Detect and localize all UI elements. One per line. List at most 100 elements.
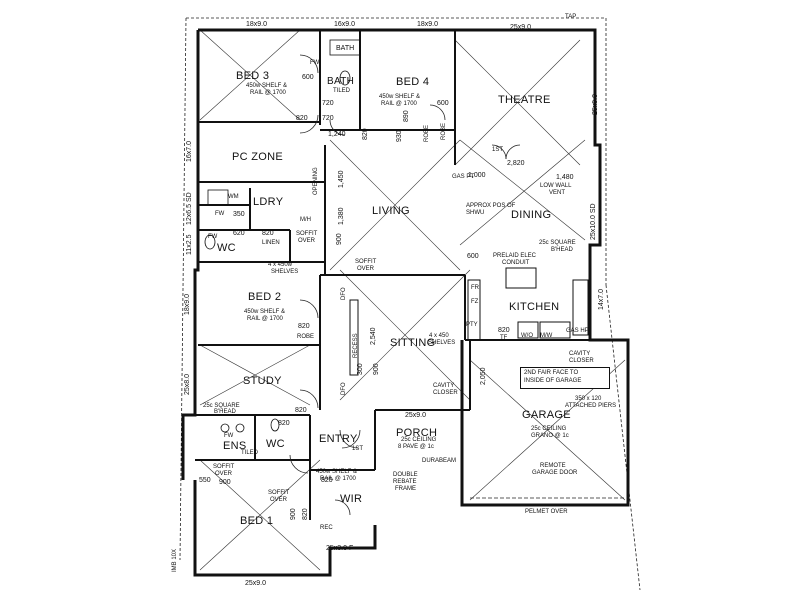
dim-tap: TAP bbox=[565, 14, 577, 20]
note-fw-wc: FW bbox=[208, 234, 218, 240]
note-rail-bed3: RAIL @ 1700 bbox=[250, 90, 286, 96]
note-shwu: APPROX POS OF SHWU bbox=[466, 203, 516, 216]
kitchen-benches bbox=[467, 267, 589, 341]
note-shelves-word: SHELVES bbox=[271, 269, 299, 275]
meas-300-sit: 300 bbox=[357, 363, 364, 375]
room-label-bed1: BED 1 bbox=[240, 515, 274, 527]
dim-left-2: 12x6.5 SD bbox=[186, 192, 193, 225]
dim-left-1: 16x7.0 bbox=[186, 140, 193, 162]
note-double-rebate-1: DOUBLE bbox=[393, 472, 418, 478]
note-remote-1: REMOTE bbox=[540, 463, 566, 469]
note-pty: PTY bbox=[466, 322, 478, 328]
meas-900-sit: 900 bbox=[373, 363, 380, 375]
meas-820-study: 820 bbox=[295, 407, 307, 414]
meas-930: 930 bbox=[396, 130, 403, 142]
exterior-walls bbox=[181, 28, 630, 577]
door-swings bbox=[289, 54, 521, 516]
room-label-bed2: BED 2 bbox=[248, 291, 282, 303]
note-1st-entry: 1ST bbox=[352, 446, 364, 452]
note-sitting-shelves-b: SHELVES bbox=[428, 340, 456, 346]
note-rail-wir: RAIL @ 1700 bbox=[320, 476, 356, 482]
note-soffit-bed1-2: OVER bbox=[270, 497, 288, 503]
meas-600-bed3: 600 bbox=[302, 74, 314, 81]
meas-2540: 2,540 bbox=[370, 327, 377, 345]
note-shelf-bed2: 450w SHELF & bbox=[244, 309, 286, 315]
note-rail-bed2: RAIL @ 1700 bbox=[247, 316, 283, 322]
room-label-wc: WC bbox=[217, 242, 236, 254]
note-cavity-1: CAVITY bbox=[433, 383, 455, 389]
dim-bottom-2: 25x3.0 F bbox=[326, 545, 354, 552]
note-bhead-word: B'HEAD bbox=[551, 247, 573, 253]
note-fair-face-1: 2ND FAIR FACE TO bbox=[524, 370, 579, 376]
room-label-sitting: SITTING bbox=[390, 337, 436, 349]
meas-820-bed1: 820 bbox=[302, 508, 309, 520]
dim-right-3: 14x7.0 bbox=[598, 288, 605, 310]
fixtures bbox=[204, 39, 361, 433]
meas-600-kitchen: 600 bbox=[467, 253, 479, 260]
dim-top-4: 25x9.0 bbox=[510, 24, 532, 31]
room-label-dining: DINING bbox=[511, 209, 552, 221]
note-dfo-1: DFO bbox=[341, 287, 347, 300]
note-wo: W/O bbox=[521, 333, 533, 339]
note-soffit-2: SOFFIT bbox=[355, 259, 377, 265]
fair-face-note-box: 2ND FAIR FACE TO INSIDE OF GARAGE bbox=[520, 367, 610, 389]
meas-350: 350 bbox=[233, 211, 245, 218]
note-opening: OPENING bbox=[313, 167, 319, 195]
room-label-bath: BATH bbox=[327, 76, 355, 87]
note-cavity-2b: CLOSER bbox=[569, 358, 594, 364]
note-double-rebate-3: FRAME bbox=[395, 486, 416, 492]
note-mw: M/W bbox=[540, 333, 553, 339]
note-piers-2: ATTACHED PIERS bbox=[565, 403, 617, 409]
note-gas-hp: GAS HP bbox=[566, 328, 589, 334]
note-vent: VENT bbox=[549, 190, 566, 196]
note-garage-ceiling-2: GRANO @ 1c bbox=[531, 433, 569, 439]
note-rail-bed4: RAIL @ 1700 bbox=[381, 101, 417, 107]
dim-porch-top: 25x9.0 bbox=[405, 412, 427, 419]
meas-1240: 1,240 bbox=[328, 131, 346, 138]
dim-top-1: 18x9.0 bbox=[246, 21, 268, 28]
meas-620: 620 bbox=[233, 230, 245, 237]
meas-2050: 2,050 bbox=[480, 367, 487, 385]
meas-890: 890 bbox=[403, 110, 410, 122]
note-fw-ens: FW bbox=[224, 433, 234, 439]
note-fair-face-2: INSIDE OF GARAGE bbox=[524, 378, 582, 384]
note-shelf-bed4: 450w SHELF & bbox=[379, 94, 421, 100]
note-cavity-2: CAVITY bbox=[569, 351, 591, 357]
note-porch-ceiling-2: 8 PAVE @ 1c bbox=[398, 444, 434, 450]
meas-820-wir: 820 bbox=[321, 477, 333, 484]
note-low-wall: LOW WALL bbox=[540, 183, 572, 189]
note-pelmet: PELMET OVER bbox=[525, 509, 568, 515]
note-double-rebate-2: REBATE bbox=[393, 479, 417, 485]
note-tiled-ens: TILED bbox=[241, 450, 259, 456]
note-study-bhead-1: 25c SQUARE bbox=[203, 403, 240, 409]
note-gas-pt: GAS PT bbox=[452, 174, 475, 180]
note-dfo-2: DFO bbox=[341, 382, 347, 395]
note-garage-ceiling-1: 25c CEILING bbox=[531, 426, 567, 432]
note-soffit-2b: OVER bbox=[357, 266, 375, 272]
room-label-kitchen: KITCHEN bbox=[509, 301, 560, 313]
dim-bottom-left: IMB 10X bbox=[172, 548, 178, 572]
meas-900-bed1: 900 bbox=[290, 508, 297, 520]
meas-820-ens: 820 bbox=[278, 420, 290, 427]
meas-1380: 1,380 bbox=[338, 207, 345, 225]
note-fr: FR bbox=[471, 285, 479, 291]
meas-1000: 1,000 bbox=[468, 172, 486, 179]
note-fz: FZ bbox=[471, 299, 479, 305]
note-shelf-wir: 450w SHELF & bbox=[316, 469, 358, 475]
meas-2820: 2,820 bbox=[507, 160, 525, 167]
note-shelves-4x450: 4 x 450w bbox=[268, 262, 293, 268]
meas-1450: 1,450 bbox=[338, 170, 345, 188]
note-piers-1: 350 x 120 bbox=[575, 396, 602, 402]
note-fw-ldry: FW bbox=[215, 211, 225, 217]
note-fw-bath: FW bbox=[310, 60, 320, 66]
note-study-bhead-2: B'HEAD bbox=[214, 409, 236, 415]
note-soffit-ens-2: OVER bbox=[215, 471, 233, 477]
dim-top-2: 16x9.0 bbox=[334, 21, 356, 28]
note-shelf-bed3: 450w SHELF & bbox=[246, 83, 288, 89]
meas-820-bed2: 820 bbox=[298, 323, 310, 330]
note-cavity-1b: CLOSER bbox=[433, 390, 458, 396]
room-label-bed3: BED 3 bbox=[236, 70, 270, 82]
meas-820-kit: 820 bbox=[498, 327, 510, 334]
note-linen: LINEN bbox=[262, 240, 280, 246]
interior-walls bbox=[183, 30, 595, 520]
